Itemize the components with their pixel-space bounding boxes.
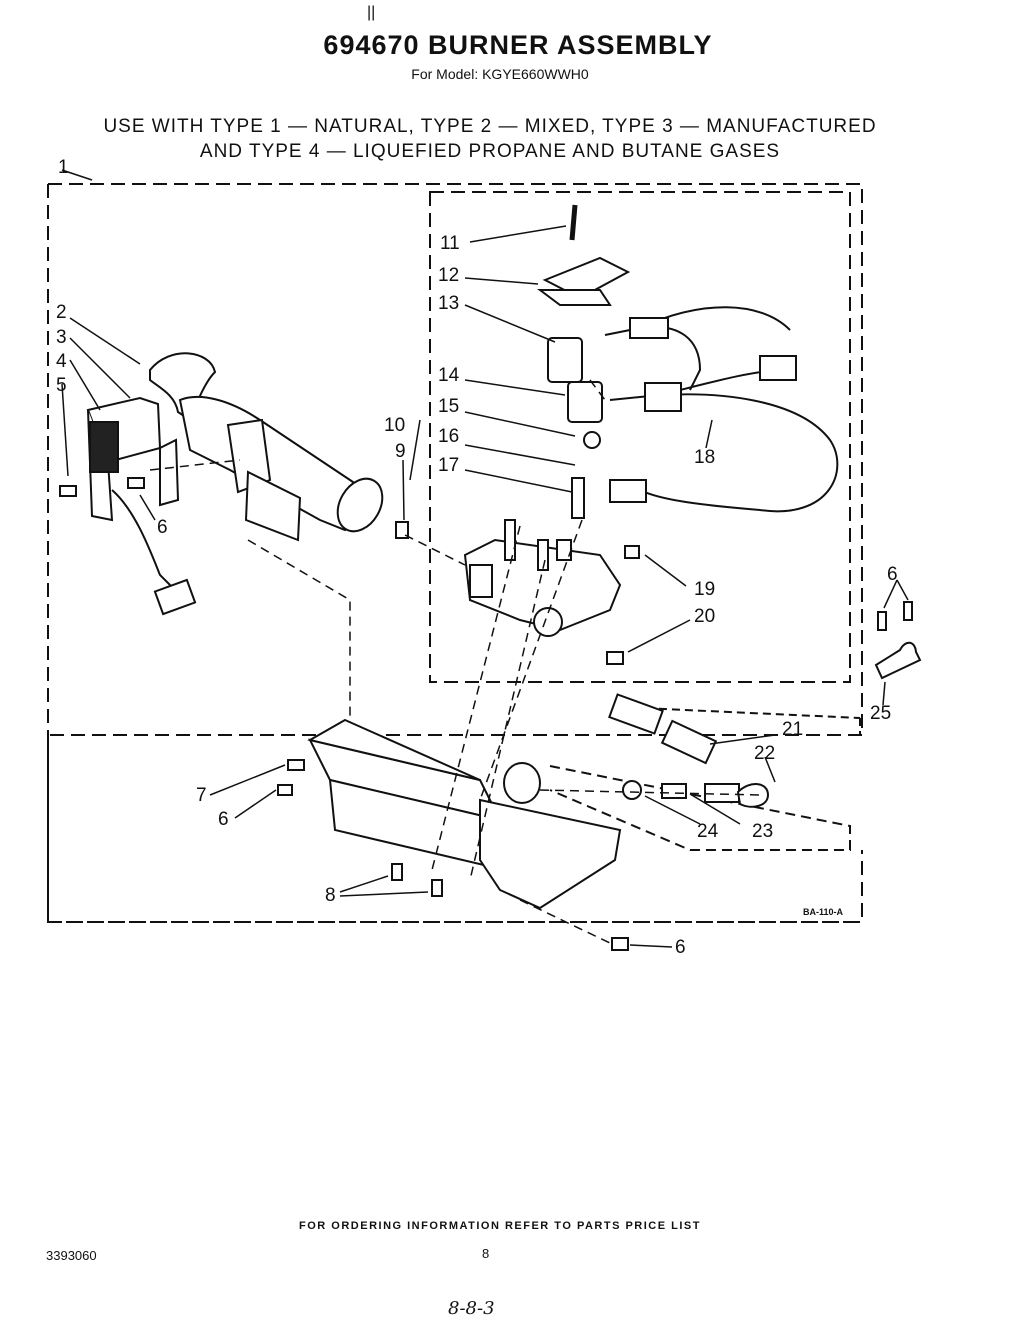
part-label-25: 25 bbox=[870, 703, 892, 724]
coil-screw bbox=[569, 204, 578, 241]
part-label-19: 19 bbox=[694, 579, 716, 600]
valve-group-boundary bbox=[429, 191, 851, 683]
part-label-15: 15 bbox=[438, 396, 460, 417]
part-label-12: 12 bbox=[438, 265, 460, 286]
tube-clamp bbox=[874, 601, 922, 680]
part-label-21: 21 bbox=[782, 719, 804, 740]
ordering-note: FOR ORDERING INFORMATION REFER TO PARTS … bbox=[299, 1220, 701, 1232]
burner-bracket bbox=[86, 396, 180, 522]
valve-mounting-bracket bbox=[307, 718, 622, 910]
usage-note-line-2: AND TYPE 4 — LIQUEFIED PROPANE AND BUTAN… bbox=[199, 141, 781, 162]
part-label-6b: 6 bbox=[887, 564, 898, 585]
part-label-6c: 6 bbox=[218, 809, 229, 830]
part-label-22: 22 bbox=[754, 743, 776, 764]
part-label-8: 8 bbox=[325, 885, 336, 906]
part-label-3: 3 bbox=[56, 327, 67, 348]
page-marker: || bbox=[367, 4, 376, 21]
part-label-14: 14 bbox=[438, 365, 460, 386]
part-label-5: 5 bbox=[56, 375, 67, 396]
ignitor-wire bbox=[111, 489, 176, 591]
part-label-11: 11 bbox=[440, 233, 460, 254]
assembly-boundary bbox=[47, 183, 863, 923]
part-label-6a: 6 bbox=[157, 517, 168, 538]
page-number: 8 bbox=[482, 1246, 490, 1261]
gas-pipe bbox=[608, 693, 770, 808]
gas-valve bbox=[463, 519, 622, 637]
model-number: For Model: KGYE660WWH0 bbox=[411, 66, 589, 82]
part-label-23: 23 bbox=[752, 821, 774, 842]
part-label-4: 4 bbox=[56, 351, 67, 372]
part-label-2: 2 bbox=[56, 302, 67, 323]
orifice-nut bbox=[622, 780, 642, 800]
burner-tube bbox=[178, 396, 384, 542]
part-label-9: 9 bbox=[395, 441, 406, 462]
document-number: 3393060 bbox=[46, 1248, 97, 1263]
part-label-7: 7 bbox=[196, 785, 207, 806]
page-title: 694670 BURNER ASSEMBLY bbox=[323, 30, 713, 60]
leader-lines bbox=[61, 169, 909, 948]
fasteners bbox=[59, 477, 640, 951]
wire-harness bbox=[604, 306, 839, 513]
diagram-code: BA-110-A bbox=[803, 907, 844, 917]
ignitor bbox=[149, 352, 217, 422]
orifice-group-boundary bbox=[549, 765, 851, 851]
part-label-1: 1 bbox=[58, 157, 69, 178]
ignitor-plug bbox=[153, 578, 197, 616]
part-label-13: 13 bbox=[438, 293, 460, 314]
part-label-24: 24 bbox=[697, 821, 719, 842]
part-label-10: 10 bbox=[384, 415, 406, 436]
usage-note-line-1: USE WITH TYPE 1 — NATURAL, TYPE 2 — MIXE… bbox=[103, 116, 877, 137]
valve-coils bbox=[537, 256, 631, 519]
part-label-6d: 6 bbox=[675, 937, 686, 958]
part-label-16: 16 bbox=[438, 426, 460, 447]
part-label-18: 18 bbox=[694, 447, 716, 468]
part-label-17: 17 bbox=[438, 455, 460, 476]
alignment-guides bbox=[149, 379, 761, 945]
part-label-20: 20 bbox=[694, 606, 716, 627]
handwritten-note: 8-8-3 bbox=[448, 1298, 495, 1319]
